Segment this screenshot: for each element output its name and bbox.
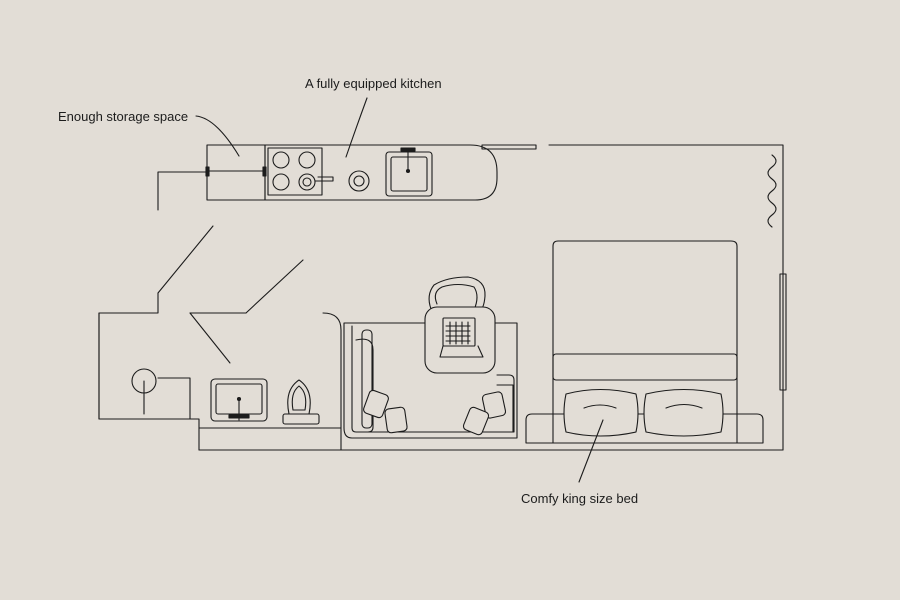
storage-closet xyxy=(206,145,266,200)
cushion-icon xyxy=(462,406,490,436)
right-wall xyxy=(549,145,783,450)
wash-basin-icon xyxy=(211,379,267,421)
entrance-door-leaf xyxy=(158,172,207,210)
kitchen-counter xyxy=(265,145,497,200)
sofa-seat xyxy=(362,330,372,428)
outer-walls xyxy=(199,145,786,450)
bathroom xyxy=(99,226,341,450)
bathroom-door-right xyxy=(246,260,303,313)
entrance-door xyxy=(158,172,207,210)
storage-annotation: Enough storage space xyxy=(58,109,189,124)
bathroom-wall-top xyxy=(99,293,199,450)
leader-kitchen xyxy=(346,98,367,157)
sofa xyxy=(344,323,517,438)
curtain-icon xyxy=(768,155,776,227)
sofa-back xyxy=(352,326,514,432)
bed xyxy=(526,241,763,443)
shower-drain-icon xyxy=(132,369,156,414)
bed-frame xyxy=(553,241,737,443)
bathroom-door-left xyxy=(158,226,213,293)
leader-lines xyxy=(196,98,603,482)
pillow-icon xyxy=(564,390,638,437)
closet-body xyxy=(207,145,265,200)
kitchen-counter-outline xyxy=(265,145,497,200)
laptop-icon xyxy=(440,318,483,357)
sink-icon xyxy=(386,148,432,196)
toilet-icon xyxy=(283,380,319,424)
sofa-arm-left xyxy=(356,339,373,432)
shower-area xyxy=(99,313,190,419)
bowl-icon xyxy=(349,171,369,191)
sofa-arm-right xyxy=(497,385,513,432)
top-window xyxy=(482,145,536,149)
kitchen-annotation: A fully equipped kitchen xyxy=(305,76,442,91)
leader-storage xyxy=(196,116,239,156)
desk-table xyxy=(425,307,495,373)
bed-duvet xyxy=(553,354,737,380)
bathroom-partition xyxy=(323,313,341,450)
cushion-icon xyxy=(384,407,407,434)
sofa-outline xyxy=(344,323,517,438)
bed-base xyxy=(526,414,763,443)
desk-top xyxy=(425,307,495,373)
right-window xyxy=(780,274,786,390)
pillow-icon xyxy=(644,390,723,437)
bed-annotation: Comfy king size bed xyxy=(521,491,639,506)
stove-icon xyxy=(268,148,333,195)
chair-icon xyxy=(429,277,485,312)
bathroom-door-arc xyxy=(190,313,230,363)
cushion-icon xyxy=(482,391,507,419)
cushion-icon xyxy=(362,389,389,418)
leader-bed xyxy=(579,420,603,482)
